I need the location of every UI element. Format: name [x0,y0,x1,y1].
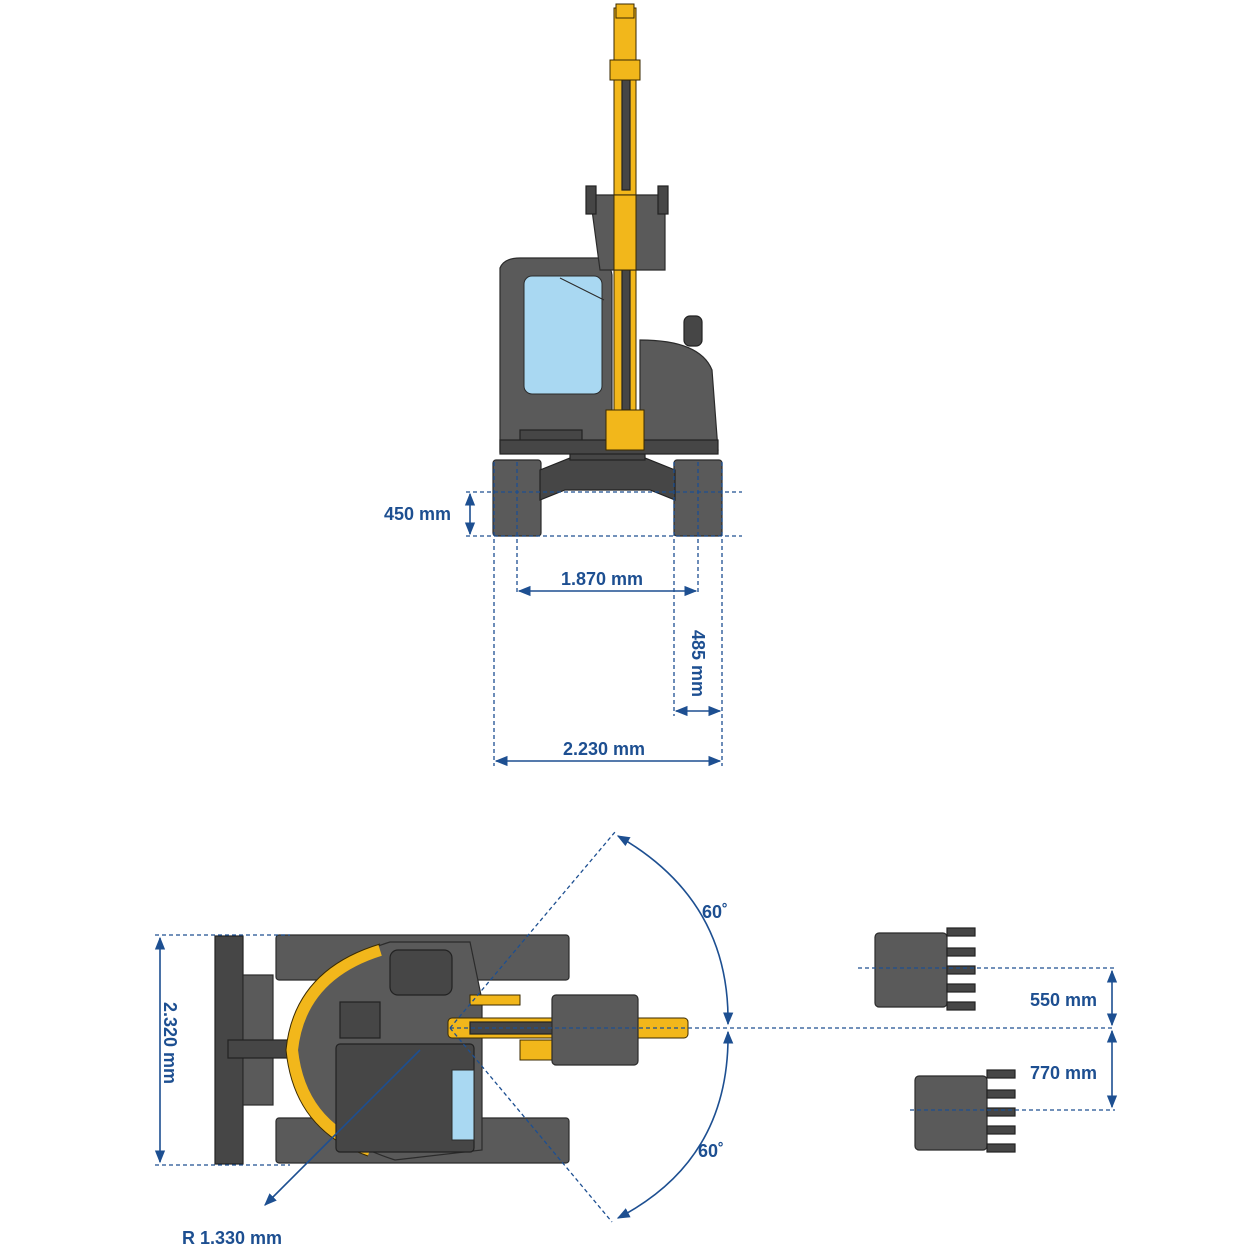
cab-window [523,275,603,395]
offset-left-label: 550 mm [1030,990,1097,1010]
offset-bucket-right [914,1069,1016,1153]
blade-width-label: 2.320 mm [160,1002,180,1084]
undercarriage [539,457,676,501]
swing-right-angle-label: 60˚ [698,1141,724,1161]
offset-right-label: 770 mm [1030,1063,1097,1083]
offset-bucket-left [874,927,976,1011]
track-gauge-label: 1.870 mm [561,569,643,589]
bucket-front [585,185,669,271]
counterweight-arc [285,944,382,1156]
stowed-bucket [551,994,639,1066]
front-view: 450 mm 1.870 mm 485 mm 2.230 mm [384,3,742,767]
track-width-label: 485 mm [688,630,708,697]
engine-housing [639,339,719,453]
swing-left-angle-label: 60˚ [702,902,728,922]
top-view: 2.320 mm R 1.330 mm 60˚ 60˚ [154,831,1118,1248]
tail-radius-label: R 1.330 mm [182,1228,282,1248]
track-height-label: 450 mm [384,504,451,524]
overall-width-label: 2.230 mm [563,739,645,759]
